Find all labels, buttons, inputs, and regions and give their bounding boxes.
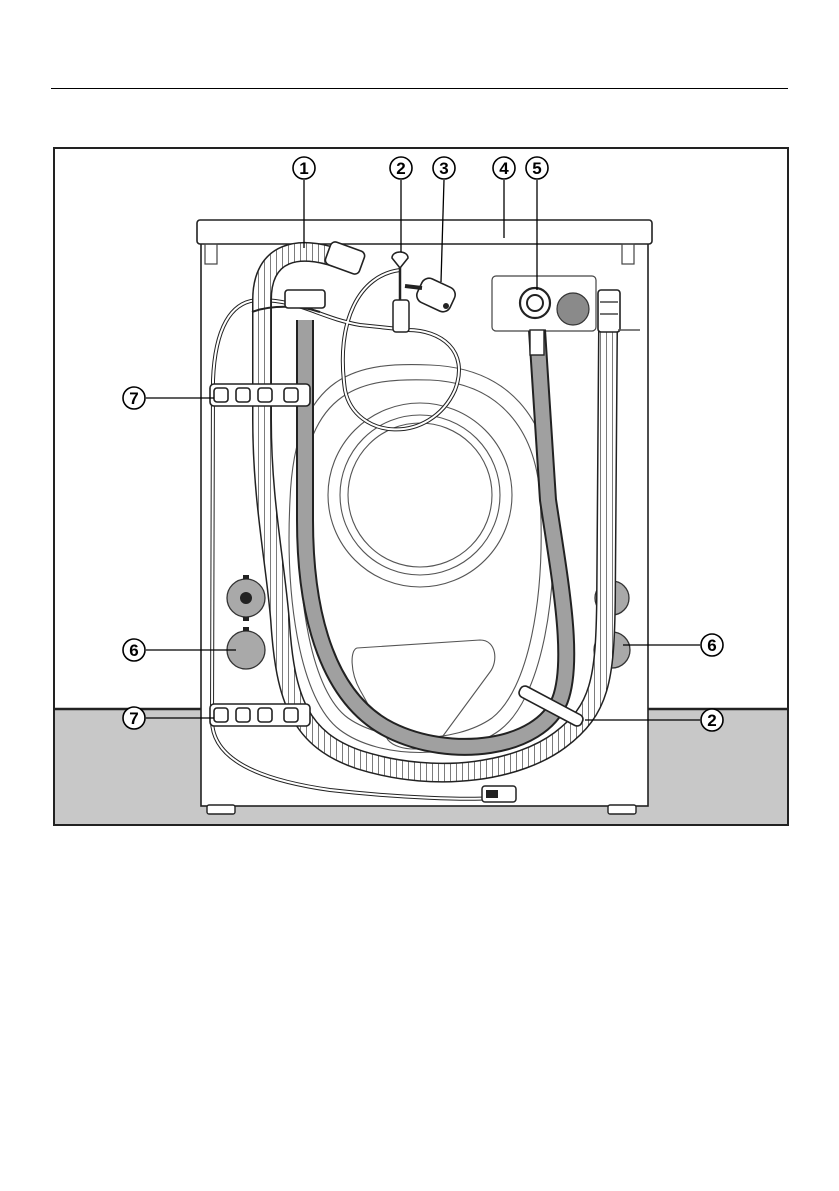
water-inlet-panel (492, 276, 596, 331)
callout-6-right: 6 (701, 634, 723, 656)
svg-text:3: 3 (439, 159, 448, 178)
svg-text:1: 1 (299, 159, 308, 178)
callout-3: 3 (433, 157, 455, 179)
svg-text:5: 5 (532, 159, 541, 178)
callout-7-upper: 7 (123, 387, 145, 409)
callout-5: 5 (526, 157, 548, 179)
callout-6-left: 6 (123, 639, 145, 661)
callout-2-bottom: 2 (701, 709, 723, 731)
svg-text:2: 2 (707, 711, 716, 730)
hose-clips-upper (210, 384, 310, 406)
hose-clips-lower (210, 704, 310, 726)
drain-hose-end-right (598, 290, 620, 332)
second-inlet-cover (557, 293, 589, 325)
foot-left (207, 805, 235, 814)
callout-2-top: 2 (390, 157, 412, 179)
inlet-hose-coupling (285, 290, 325, 308)
svg-text:6: 6 (129, 641, 138, 660)
callout-1: 1 (293, 157, 315, 179)
lid (197, 220, 652, 244)
svg-text:7: 7 (129, 389, 138, 408)
callout-7-lower: 7 (123, 707, 145, 729)
svg-text:4: 4 (499, 159, 509, 178)
svg-text:6: 6 (707, 636, 716, 655)
callout-4: 4 (493, 157, 515, 179)
foot-right (608, 805, 636, 814)
svg-text:2: 2 (396, 159, 405, 178)
svg-text:7: 7 (129, 709, 138, 728)
cable-plug-bottom (482, 786, 516, 802)
